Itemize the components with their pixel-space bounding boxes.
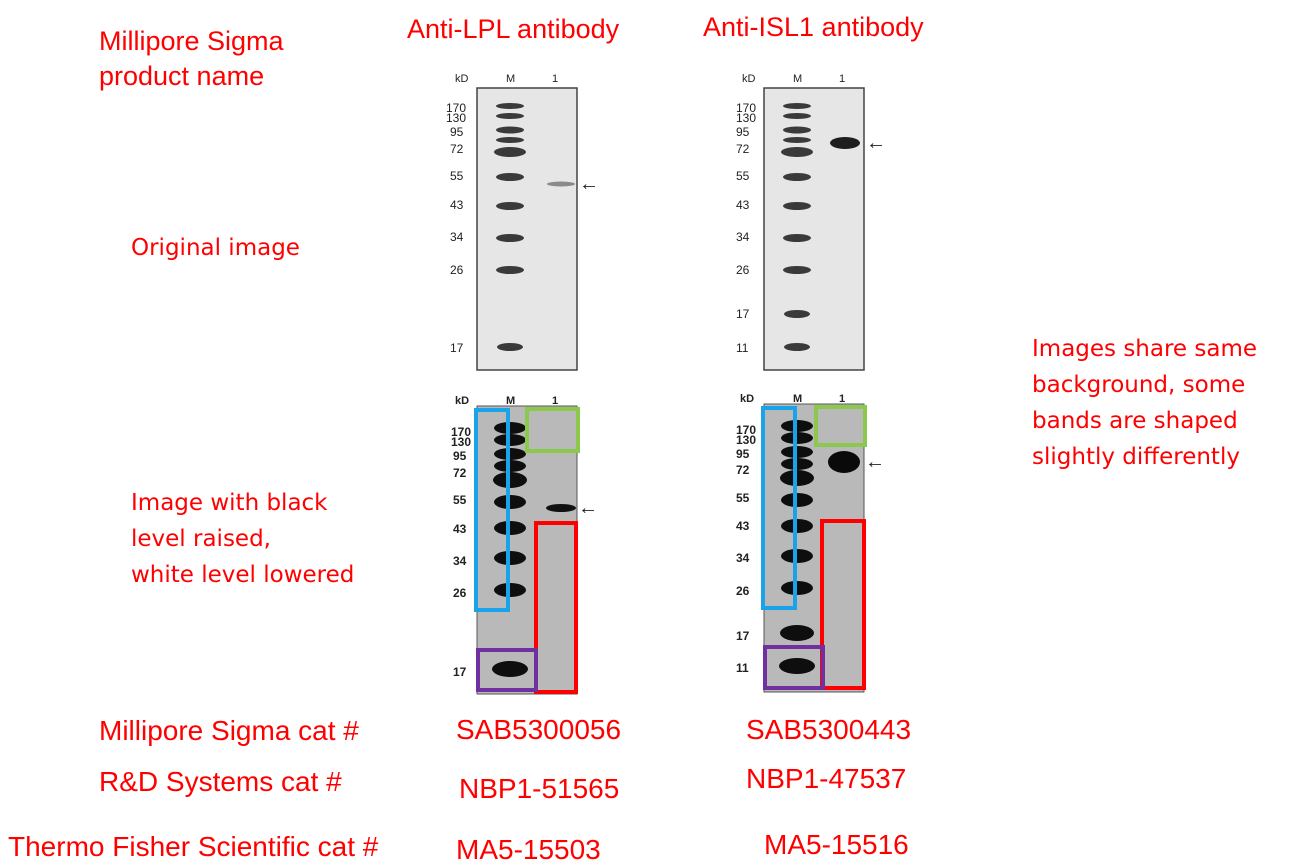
isl1-thermo-cat: MA5-15516 [764,829,909,860]
isl1-rnd-cat: NBP1-47537 [746,763,907,794]
lpl-original-blot: kD M 1 170 130 95 72 55 43 34 26 17 ← [446,73,599,371]
red-box [820,519,866,690]
marker-label: 17 [450,341,464,355]
green-box [814,405,867,447]
lpl-adjusted-blot: kD M 1 170 130 95 72 55 43 34 26 17 ← [451,395,598,695]
marker-label: 95 [736,447,750,461]
marker-label: 170 [451,425,471,439]
side-note: Images share same background, some bands… [1032,336,1258,470]
marker-label: 11 [736,341,749,355]
kd-label: kD [455,73,469,85]
red-box [534,521,578,694]
kd-label: kD [740,393,754,405]
marker-label: 55 [736,491,750,505]
isl1-antibody-header: Anti-ISL1 antibody [703,12,924,42]
lane-1-label: 1 [552,73,558,85]
lane-1-label: 1 [552,395,558,407]
lane-m-label: M [506,395,515,407]
marker-label: 17 [453,665,467,679]
marker-label: 43 [450,198,464,212]
marker-label: 55 [736,169,750,183]
lpl-millipore-cat: SAB5300056 [456,714,622,745]
marker-label: 34 [736,230,750,244]
marker-label: 34 [453,554,467,568]
marker-label: 72 [736,463,750,477]
band-arrow: ← [866,132,886,154]
green-box [525,407,580,453]
marker-label: 170 [736,423,756,437]
marker-label: 72 [453,466,467,480]
marker-label: 130 [446,111,466,125]
marker-label: 17 [736,307,750,321]
marker-label: 34 [450,230,464,244]
catalog-label-thermo: Thermo Fisher Scientific cat # [8,831,379,862]
marker-label: 95 [453,449,467,463]
marker-label: 26 [736,263,750,277]
marker-label: 72 [736,142,750,156]
marker-label: 95 [736,125,750,139]
lpl-thermo-cat: MA5-15503 [456,834,601,865]
marker-label: 130 [451,435,471,449]
lpl-antibody-header: Anti-LPL antibody [407,14,620,44]
marker-label: 43 [736,519,750,533]
lane-1-label: 1 [839,393,845,405]
marker-label: 34 [736,551,750,565]
marker-label: 72 [450,142,464,156]
lpl-rnd-cat: NBP1-51565 [459,773,620,804]
lane-1-label: 1 [839,73,845,85]
isl1-original-blot: kD M 1 170 130 95 72 55 43 34 26 17 11 ← [736,73,886,371]
marker-label: 170 [446,101,466,115]
marker-label: 170 [736,101,756,115]
marker-label: 55 [450,169,464,183]
lane-m-label: M [506,73,515,85]
purple-box [763,645,825,690]
product-name-header: Millipore Sigma product name [99,26,284,91]
marker-label: 17 [736,629,750,643]
marker-label: 26 [736,584,750,598]
marker-label: 95 [450,125,464,139]
marker-label: 43 [736,198,750,212]
marker-label: 130 [736,433,756,447]
isl1-adjusted-blot: kD M 1 170 130 95 72 55 43 34 26 17 11 ← [736,393,885,693]
isl1-millipore-cat: SAB5300443 [746,714,912,745]
catalog-label-millipore: Millipore Sigma cat # [99,715,359,746]
band-arrow: ← [578,497,598,519]
marker-label: 55 [453,493,467,507]
original-image-label: Original image [131,235,300,261]
blue-box [761,406,797,610]
lane-m-label: M [793,73,802,85]
blue-box [474,408,510,612]
marker-label: 43 [453,522,467,536]
band-arrow: ← [865,451,885,473]
lane-m-label: M [793,393,802,405]
band-arrow: ← [579,173,599,195]
marker-label: 26 [450,263,464,277]
marker-label: 11 [736,661,749,675]
adjusted-image-label: Image with black level raised, white lev… [131,490,355,588]
catalog-label-rnd: R&D Systems cat # [99,766,342,797]
kd-label: kD [455,395,469,407]
marker-label: 130 [736,111,756,125]
kd-label: kD [742,73,756,85]
purple-box [476,648,538,692]
marker-label: 26 [453,586,467,600]
